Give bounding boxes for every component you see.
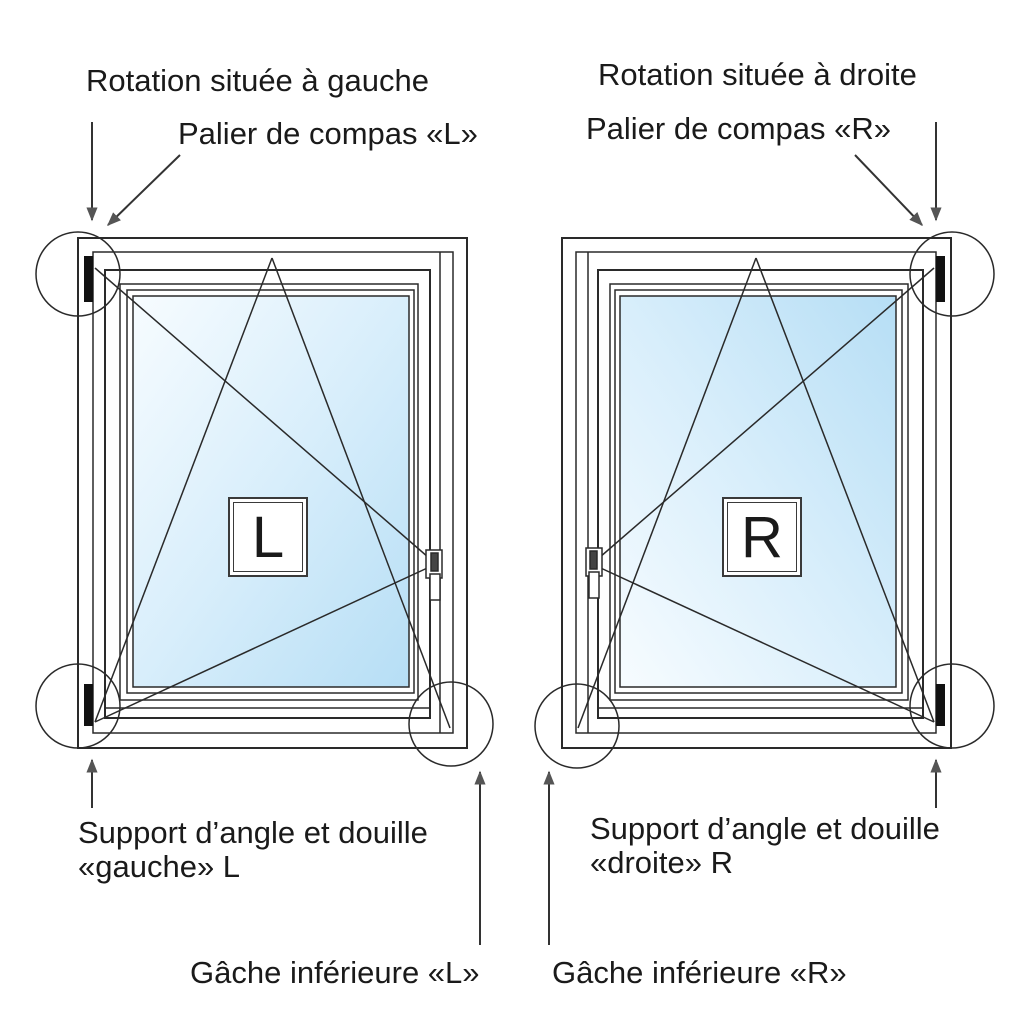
left-letter: L (251, 504, 285, 570)
right-sash-inner (609, 283, 909, 701)
right-window (561, 237, 952, 749)
left-palier-label: Palier de compas «L» (178, 116, 478, 151)
left-window (77, 237, 468, 749)
right-bottom-hinge-circle (909, 663, 995, 749)
left-handle (425, 549, 443, 601)
right-strike-circle (534, 683, 620, 769)
left-support-label: Support d’angle et douille «gauche» L (78, 815, 428, 885)
left-top-hinge-circle (35, 231, 121, 317)
left-gache-label: Gâche inférieure «L» (190, 955, 480, 990)
right-glass (619, 295, 897, 688)
right-letter: R (741, 504, 783, 570)
right-outer-frame (561, 237, 952, 749)
arrow-left-palier (106, 154, 181, 226)
left-top-hinge (84, 256, 93, 302)
right-support-label: Support d’angle et douille «droite» R (590, 811, 940, 881)
right-bottom-hinge (936, 684, 945, 726)
right-handle (585, 547, 603, 599)
arrow-right-palier (854, 154, 923, 227)
right-glass-bead (614, 289, 903, 694)
right-letter-box: R (722, 497, 802, 577)
left-glass (132, 295, 410, 688)
right-top-hinge (936, 256, 945, 302)
right-frame-inner (575, 251, 937, 734)
left-bottom-hinge (84, 684, 93, 726)
left-rotation-label: Rotation située à gauche (86, 63, 429, 98)
left-strike-circle (408, 681, 494, 767)
left-bottom-hinge-circle (35, 663, 121, 749)
right-opening-lines (577, 257, 935, 729)
right-circles (534, 231, 995, 769)
left-outer-frame (77, 237, 468, 749)
right-gache-label: Gâche inférieure «R» (552, 955, 847, 990)
left-circles (35, 231, 494, 767)
arrows (86, 122, 942, 945)
left-glass-bead (126, 289, 415, 694)
left-sash-inner (119, 283, 419, 701)
right-top-hinge-circle (909, 231, 995, 317)
left-letter-box: L (228, 497, 308, 577)
left-frame-inner (92, 251, 454, 734)
left-opening-lines (94, 257, 451, 729)
right-rotation-label: Rotation située à droite (598, 57, 917, 92)
right-palier-label: Palier de compas «R» (586, 111, 891, 146)
